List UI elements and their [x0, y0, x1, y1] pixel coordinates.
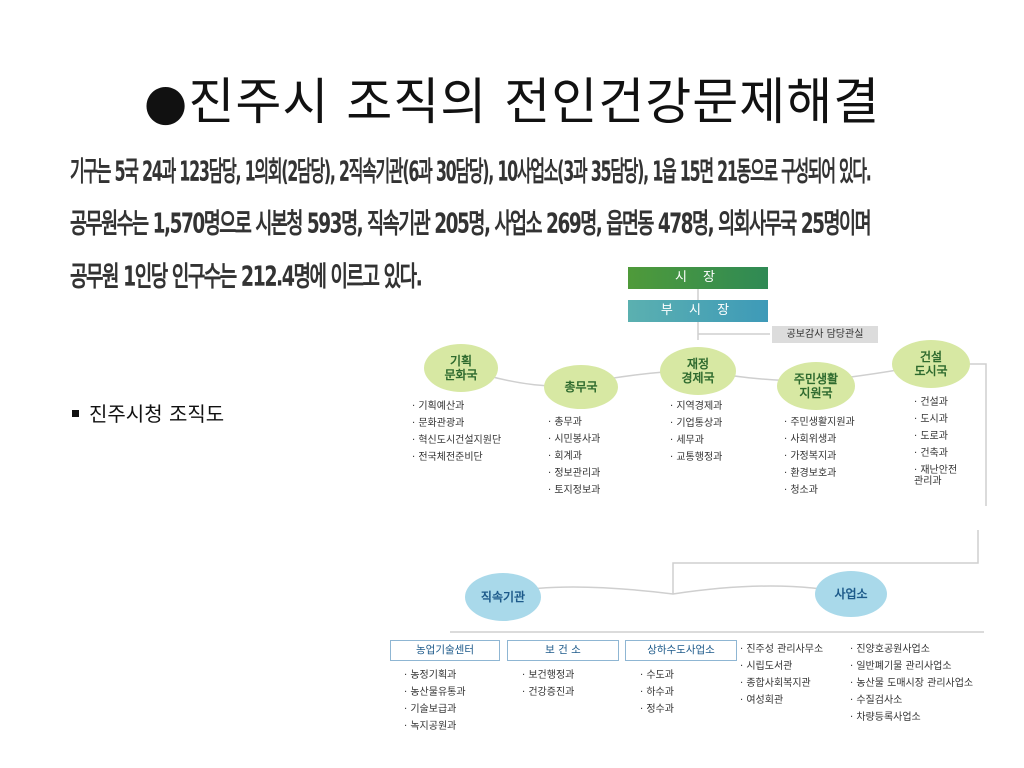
list-item: 전국체전준비단	[412, 449, 501, 466]
list-item: 농정기획과	[404, 667, 466, 684]
page-title: ●진주시 조직의 전인건강문제해결	[143, 73, 881, 131]
list-item: 수질검사소	[850, 692, 973, 709]
list-item: 주민생활지원과	[784, 414, 854, 431]
list-item: 차량등록사업소	[850, 709, 973, 726]
list-item: 건축과	[914, 445, 957, 462]
intro-line-2: 공무원수는 1,570명으로 시본청 593명, 직속기관 205명, 사업소 …	[70, 207, 872, 240]
list-item: 하수과	[640, 684, 674, 701]
org-chart-caption-text: 진주시청 조직도	[89, 402, 225, 426]
list-item: 도시과	[914, 411, 957, 428]
intro-line-3: 공무원 1인당 인구수는 212.4명에 이르고 있다.	[70, 260, 423, 293]
list-item: 일반폐기물 관리사업소	[850, 658, 973, 675]
bureau-general-affairs-list: 총무과 시민봉사과 회계과 정보관리과 토지정보과	[548, 414, 600, 499]
bureau-planning-culture-list: 기획예산과 문화관광과 혁신도시건설지원단 전국체전준비단	[412, 398, 501, 466]
water-sewer-office-box: 상하수도사업소	[625, 640, 737, 661]
list-item: 토지정보과	[548, 482, 600, 499]
agri-tech-center-list: 농정기획과 농산물유통과 기술보급과 녹지공원과	[404, 667, 466, 735]
connector-right-drop	[968, 363, 987, 506]
bureau-finance-economy: 재정 경제국	[660, 347, 736, 395]
bureau-general-affairs: 총무국	[544, 365, 618, 409]
vice-mayor-box: 부 시 장	[628, 300, 768, 322]
list-item: 회계과	[548, 448, 600, 465]
list-item: 녹지공원과	[404, 718, 466, 735]
org-chart-caption: 진주시청 조직도	[72, 398, 224, 427]
health-center-box: 보 건 소	[507, 640, 619, 661]
list-item: 혁신도시건설지원단	[412, 432, 501, 449]
list-item: 시민봉사과	[548, 431, 600, 448]
list-item: 도로과	[914, 428, 957, 445]
list-item: 총무과	[548, 414, 600, 431]
intro-line-1: 기구는 5국 24과 123담당, 1의회(2담당), 2직속기관(6과 30담…	[70, 155, 872, 188]
offices-column-3-list: 진양호공원사업소 일반폐기물 관리사업소 농산물 도매시장 관리사업소 수질검사…	[850, 641, 973, 726]
list-item: 농산물 도매시장 관리사업소	[850, 675, 973, 692]
list-item: 정보관리과	[548, 465, 600, 482]
health-center-list: 보건행정과 건강증진과	[522, 667, 574, 701]
connector-lower-branches	[499, 585, 851, 595]
list-item: 재난안전 관리과	[914, 462, 957, 490]
bureau-construction-urban-list: 건설과 도시과 도로과 건축과 재난안전 관리과	[914, 394, 957, 490]
list-item: 사회위생과	[784, 431, 855, 448]
connector-lower-trunk	[672, 530, 979, 594]
bureau-construction-urban: 건설 도시국	[892, 340, 970, 388]
business-offices-node: 사업소	[815, 571, 887, 617]
direct-agencies-node: 직속기관	[465, 573, 541, 621]
list-item: 환경보호과	[784, 465, 855, 482]
list-item: 지역경제과	[670, 398, 722, 415]
list-item: 농산물유통과	[404, 684, 465, 701]
list-item: 수도과	[640, 667, 674, 684]
list-item: 건강증진과	[522, 684, 574, 701]
audit-office-tag: 공보감사 담당관실	[772, 326, 878, 343]
list-item: 정수과	[640, 701, 674, 718]
water-sewer-office-list: 수도과 하수과 정수과	[640, 667, 674, 718]
square-bullet-icon	[72, 410, 79, 417]
list-item: 진주성 관리사무소	[740, 641, 823, 658]
bureau-finance-economy-list: 지역경제과 기업통상과 세무과 교통행정과	[670, 398, 722, 466]
bureau-planning-culture: 기획 문화국	[424, 344, 498, 392]
mayor-box: 시 장	[628, 267, 768, 289]
bureau-resident-support: 주민생활 지원국	[777, 362, 855, 410]
list-item: 문화관광과	[412, 415, 501, 432]
list-item: 건설과	[914, 394, 957, 411]
list-item: 진양호공원사업소	[850, 641, 973, 658]
agri-tech-center-box: 농업기술센터	[390, 640, 500, 661]
list-item: 여성회관	[740, 692, 823, 709]
bureau-resident-support-list: 주민생활지원과 사회위생과 가정복지과 환경보호과 청소과	[784, 414, 855, 499]
list-item: 종합사회복지관	[740, 675, 823, 692]
list-item: 교통행정과	[670, 449, 722, 466]
offices-column-2-list: 진주성 관리사무소 시립도서관 종합사회복지관 여성회관	[740, 641, 823, 709]
list-item: 기업통상과	[670, 415, 722, 432]
list-item: 가정복지과	[784, 448, 855, 465]
list-item: 기술보급과	[404, 701, 466, 718]
list-item: 기획예산과	[412, 398, 501, 415]
list-item: 청소과	[784, 482, 855, 499]
list-item: 보건행정과	[522, 667, 574, 684]
list-item: 시립도서관	[740, 658, 823, 675]
list-item: 세무과	[670, 432, 722, 449]
